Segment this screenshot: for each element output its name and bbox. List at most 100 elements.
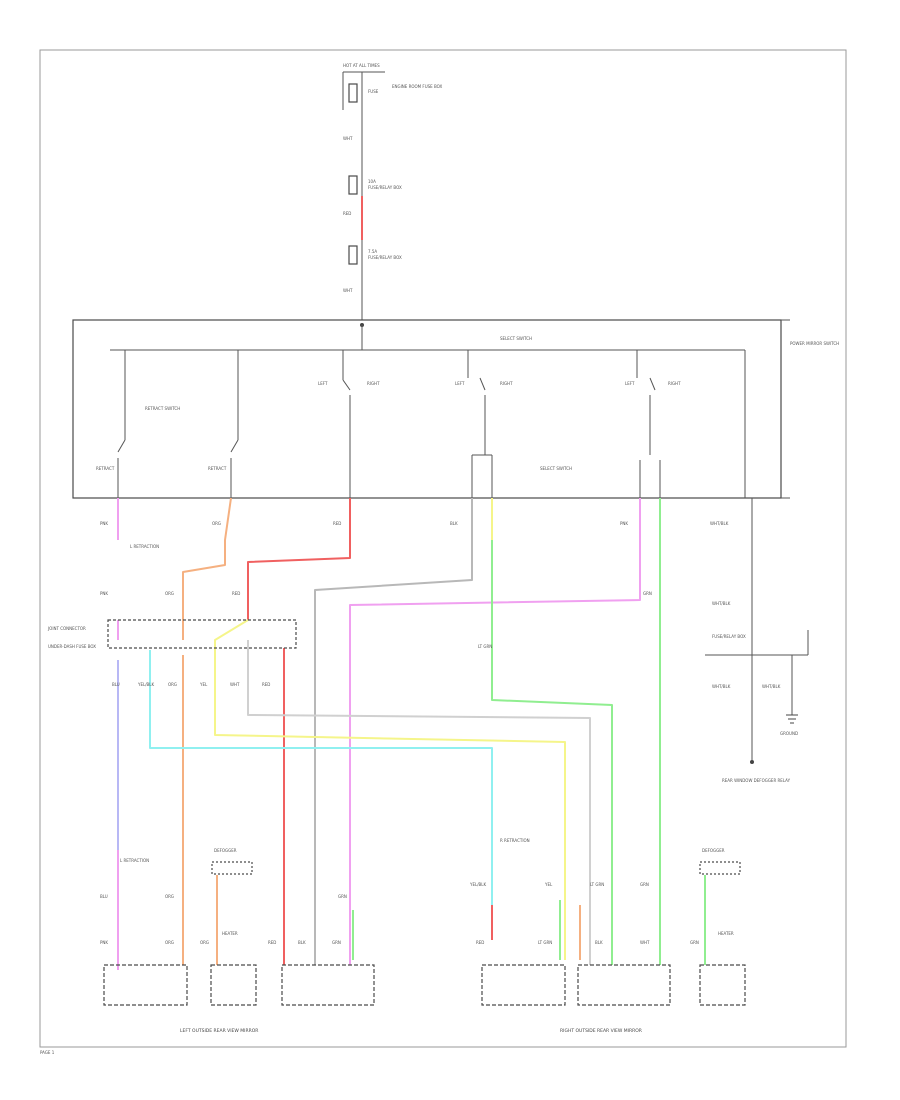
yellow-wire	[214, 619, 566, 960]
fuse-a-label: FUSE	[368, 89, 379, 94]
mid-yel-blk-label: YEL/BLK	[137, 682, 155, 687]
low-blu-1: BLU	[100, 894, 108, 899]
top-blk-label: BLK	[450, 521, 458, 526]
lower-labels: L RETRACTION R RETRACTION DEFOGGER DEFOG…	[100, 838, 741, 945]
fuse-b-label: 10A	[368, 179, 376, 184]
fuse-chain: HOT AT ALL TIMES FUSE ENGINE ROOM FUSE B…	[342, 63, 443, 320]
right-mirror: RIGHT OUTSIDE REAR VIEW MIRROR	[481, 964, 746, 1034]
mid-pnk-label: PNK	[100, 591, 108, 596]
ground-fuse-note: FUSE/RELAY BOX	[712, 634, 746, 639]
fuse-b-note: FUSE/RELAY BOX	[368, 185, 402, 190]
top-wht-blk-label: WHT/BLK	[710, 521, 729, 526]
top-fuse-box-label: HOT AT ALL TIMES	[343, 63, 380, 68]
wire-top1-label: WHT	[343, 136, 353, 141]
heater-right-label: HEATER	[718, 931, 734, 936]
sel-left-label: LEFT	[625, 381, 635, 386]
mid-blu-label: BLU	[112, 682, 120, 687]
mid-lt-grn-label: LT GRN	[478, 644, 492, 649]
retraction-2-label: L RETRACTION	[120, 858, 149, 863]
low-lt-grn: LT GRN	[590, 882, 604, 887]
top-red-label: RED	[333, 521, 341, 526]
low-wht: WHT	[640, 940, 650, 945]
retract-label-2: RETRACT	[208, 466, 227, 471]
low-grn-2: GRN	[640, 882, 649, 887]
ground-branch: FUSE/RELAY BOX WHT/BLK WHT/BLK GROUND RE…	[712, 634, 798, 783]
joint-connector-box	[107, 619, 297, 649]
retract-switch-label: RETRACT SWITCH	[145, 406, 180, 411]
low-org-2: ORG	[165, 940, 174, 945]
mid-grn-label: GRN	[643, 591, 652, 596]
green-wire-mid	[491, 498, 613, 965]
low-grn-3: GRN	[332, 940, 341, 945]
sel-right-label: RIGHT	[668, 381, 681, 386]
fuse-c-note: FUSE/RELAY BOX	[368, 255, 402, 260]
left-mirror-label: LEFT OUTSIDE REAR VIEW MIRROR	[180, 1028, 258, 1034]
cyan-wire	[149, 650, 493, 905]
retraction-1-label: L RETRACTION	[130, 544, 159, 549]
low-yel: YEL	[544, 882, 553, 887]
footer-label: PAGE 1	[40, 1050, 55, 1055]
defogger-right-label: DEFOGGER	[702, 848, 725, 853]
wire-top3-label: WHT	[343, 288, 353, 293]
left-mirror-retract-box	[103, 964, 188, 1006]
right-mirror-heater-box	[699, 964, 746, 1006]
right-mirror-motor-box	[577, 964, 671, 1006]
ground-label: GROUND	[780, 731, 798, 736]
left-mirror: LEFT OUTSIDE REAR VIEW MIRROR	[103, 964, 375, 1034]
low-yel-blk: YEL/BLK	[469, 882, 487, 887]
right-mirror-label: RIGHT OUTSIDE REAR VIEW MIRROR	[560, 1028, 642, 1034]
fuse-a-note: ENGINE ROOM FUSE BOX	[392, 84, 443, 89]
low-lt-grn-2: LT GRN	[538, 940, 552, 945]
lr-right-label: RIGHT	[500, 381, 513, 386]
connector-mid-note: UNDER-DASH FUSE BOX	[48, 644, 96, 649]
right-switch-label: RIGHT	[367, 381, 380, 386]
power-mirror-switch: POWER MIRROR SWITCH SELECT SWITCH RETRAC…	[72, 319, 839, 499]
outer-frame	[39, 49, 847, 1048]
mid-wht-blk-label: WHT/BLK	[712, 601, 731, 606]
low-pnk: PNK	[100, 940, 108, 945]
low-grn-1: GRN	[338, 894, 347, 899]
fuse-a-icon	[348, 83, 358, 103]
left-switch-label: LEFT	[318, 381, 328, 386]
select-switch-label: SELECT SWITCH	[540, 466, 572, 471]
ground-wht-blk-1: WHT/BLK	[712, 684, 731, 689]
retraction-3-label: R RETRACTION	[500, 838, 530, 843]
mid-red2-label: RED	[232, 591, 240, 596]
right-mirror-retract-box	[481, 964, 566, 1006]
mid-org-label: ORG	[168, 682, 177, 687]
defogger-left-label: DEFOGGER	[214, 848, 237, 853]
ground-icon	[786, 714, 798, 724]
fuse-c-label: 7.5A	[368, 249, 377, 254]
low-red: RED	[268, 940, 276, 945]
mid-yel-label: YEL	[199, 682, 208, 687]
retract-label-1: RETRACT	[96, 466, 115, 471]
low-org-1: ORG	[165, 894, 174, 899]
left-mirror-motor-box	[281, 964, 375, 1006]
top-org-label: ORG	[212, 521, 221, 526]
wires	[117, 497, 809, 970]
ground-note: REAR WINDOW DEFOGGER RELAY	[722, 778, 791, 783]
red-wire-upper	[247, 498, 351, 620]
low-red-2: RED	[476, 940, 484, 945]
mid-red-label: RED	[262, 682, 270, 687]
pink-wire-right	[349, 498, 641, 965]
switch-box-label: POWER MIRROR SWITCH	[790, 341, 839, 346]
ground-wht-blk-2: WHT/BLK	[762, 684, 781, 689]
low-blk: BLK	[298, 940, 306, 945]
switch-box-outline	[72, 319, 782, 499]
fuse-b-icon	[348, 175, 358, 195]
left-mirror-heater-box	[210, 964, 257, 1006]
select-switch-top-label: SELECT SWITCH	[500, 336, 532, 341]
low-org-3: ORG	[200, 940, 209, 945]
wire-top2-label: RED	[343, 211, 351, 216]
top-pnk-label: PNK	[100, 521, 108, 526]
fuse-c-icon	[348, 245, 358, 265]
low-grn-4: GRN	[690, 940, 699, 945]
connector-mid-label: JOINT CONNECTOR	[47, 626, 86, 631]
mid-wht-label: WHT	[230, 682, 240, 687]
lr-left-label: LEFT	[455, 381, 465, 386]
gray-wire	[314, 498, 473, 965]
heater-left-label: HEATER	[222, 931, 238, 936]
